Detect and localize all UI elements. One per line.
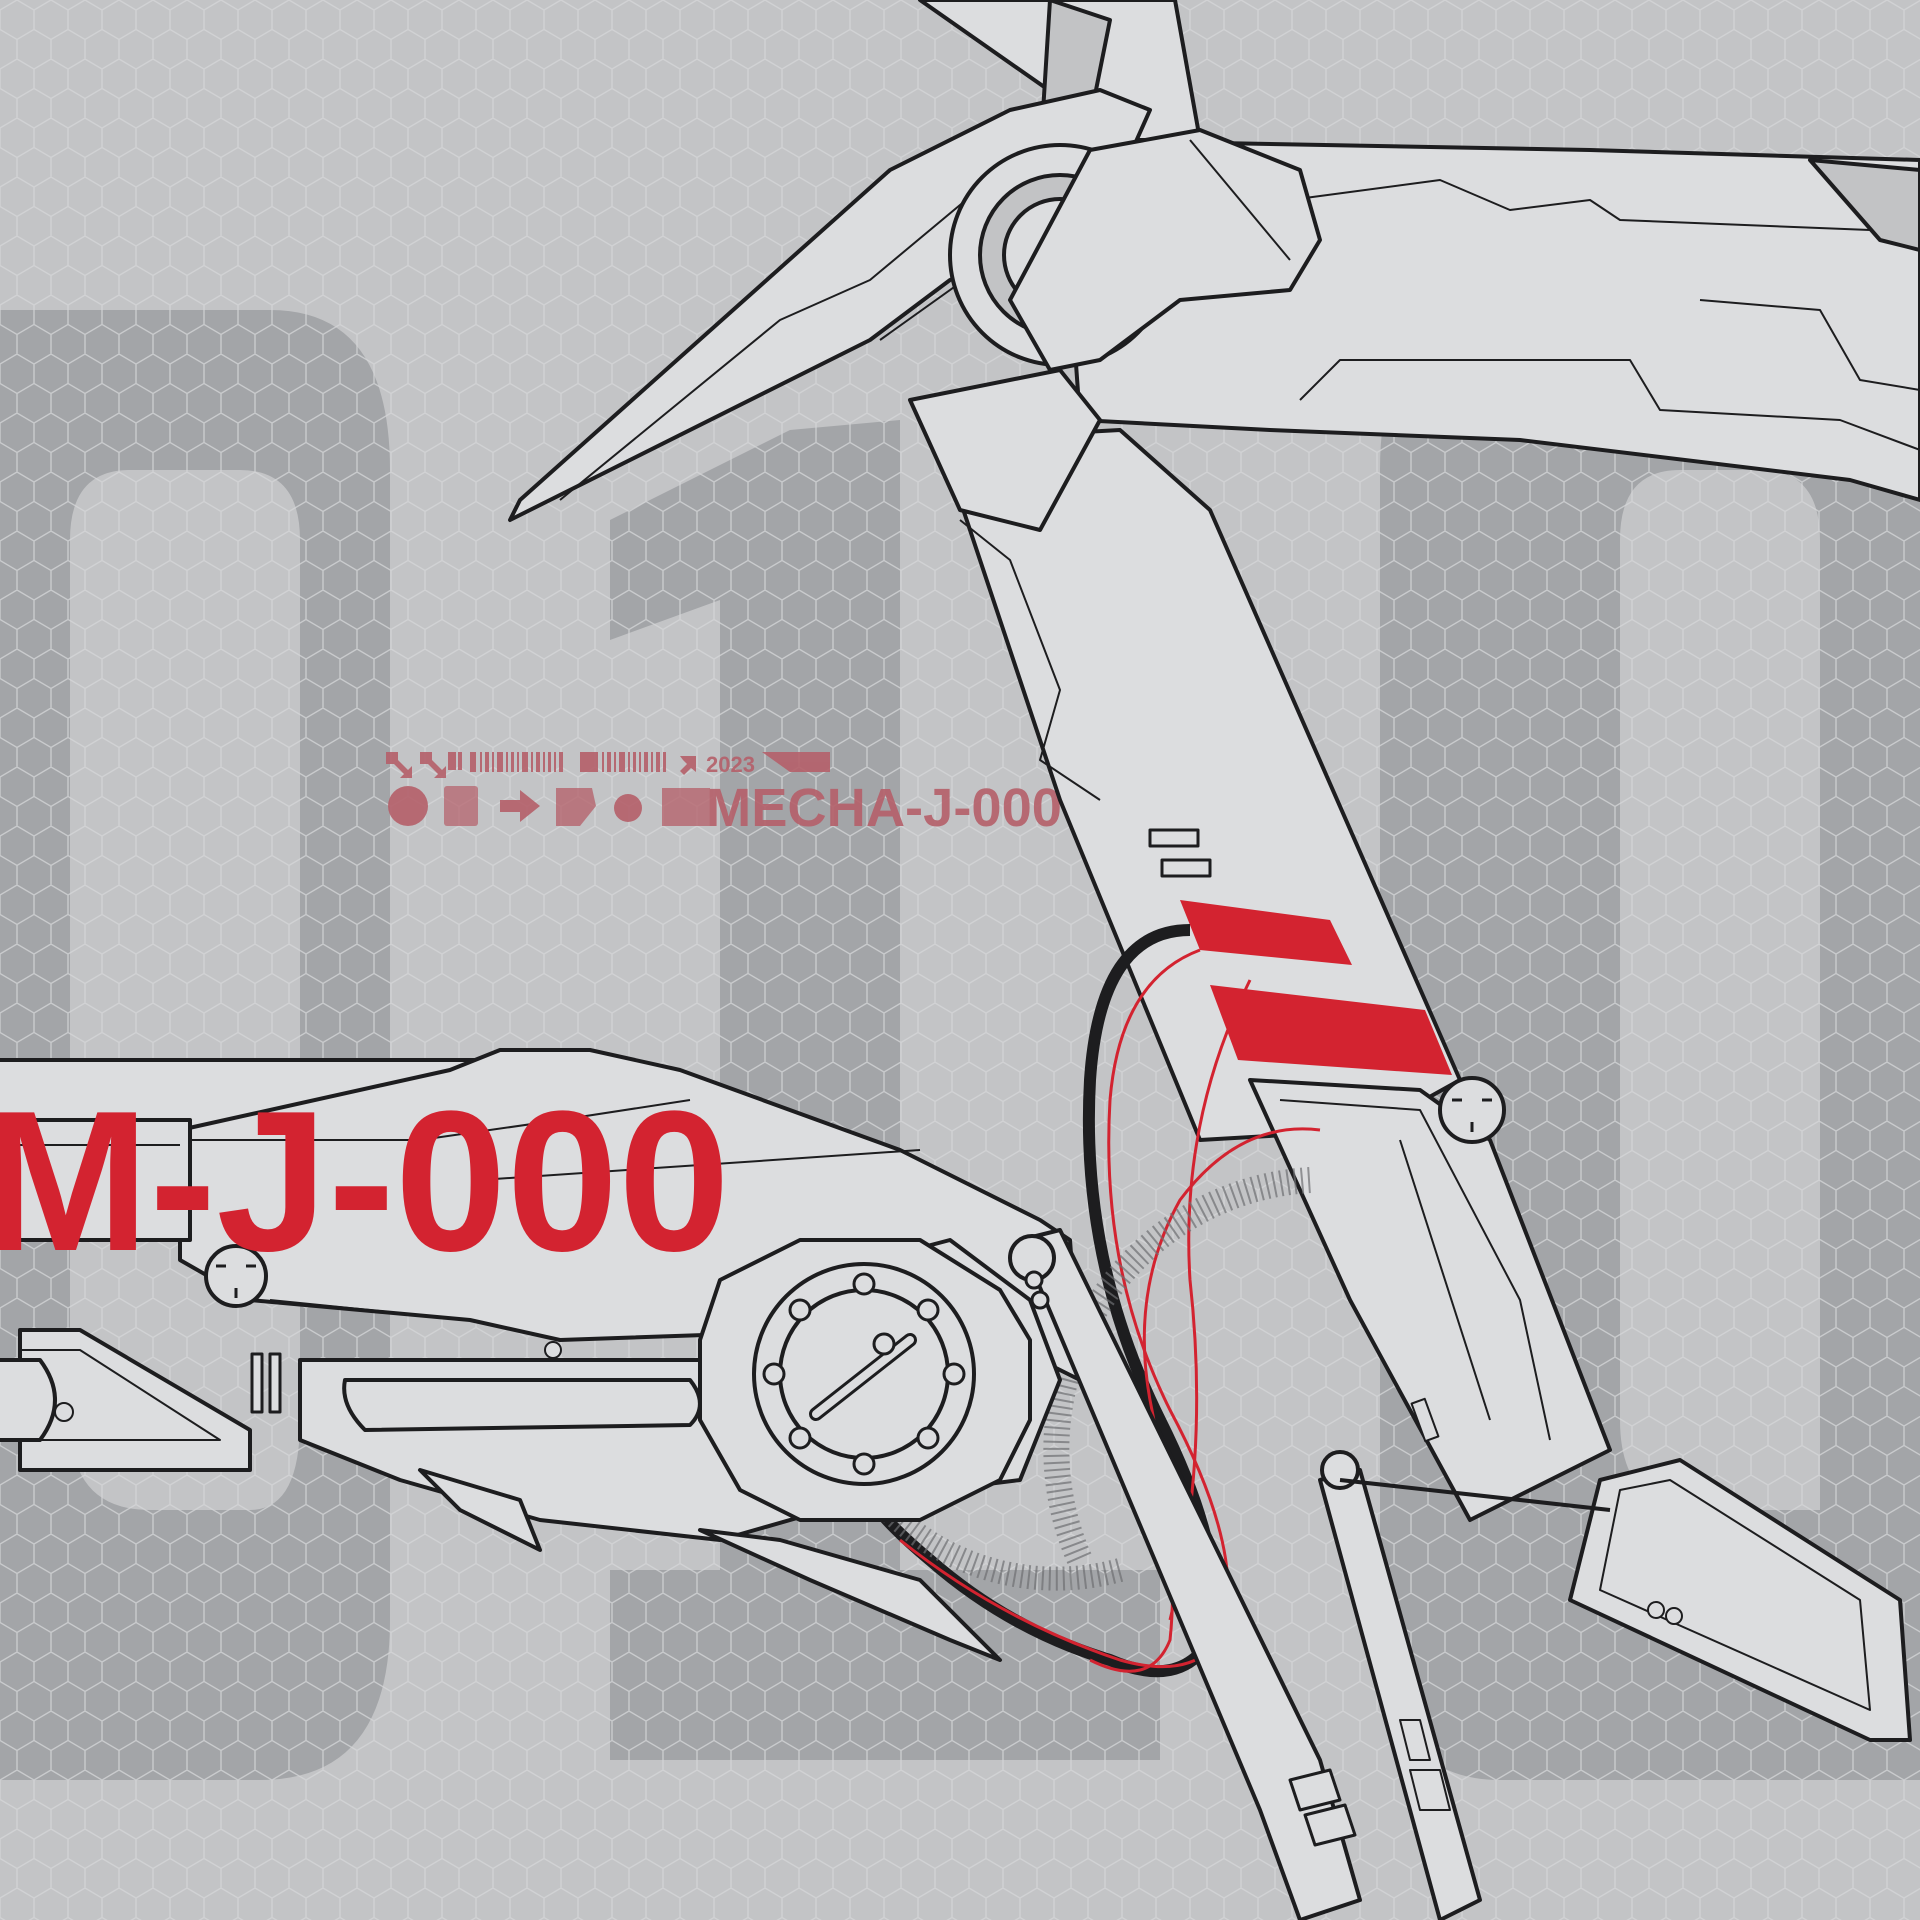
mecha-shoulder (508, 0, 1322, 532)
hud-year: 2023 (706, 752, 755, 777)
down-right-arrow-icon (386, 752, 412, 778)
hud-model: MECHA-J-000 (706, 778, 1062, 838)
hud-label: 2023 MECHA-J-000 (386, 752, 1062, 838)
mecha-gripper (0, 1048, 1362, 1920)
red-stripe (1210, 985, 1452, 1075)
red-stripe (1180, 900, 1352, 965)
elbow-joint (1438, 1076, 1506, 1144)
barcode-icon (470, 752, 666, 772)
main-label: M-J-000 (0, 1070, 730, 1293)
gear-icon (614, 794, 642, 822)
wrist-joint (204, 1244, 268, 1308)
up-right-arrow-icon (680, 756, 696, 775)
down-right-arrow-icon (420, 752, 456, 778)
right-arrow-icon (500, 790, 540, 822)
circle-emblem-icon (388, 786, 428, 826)
